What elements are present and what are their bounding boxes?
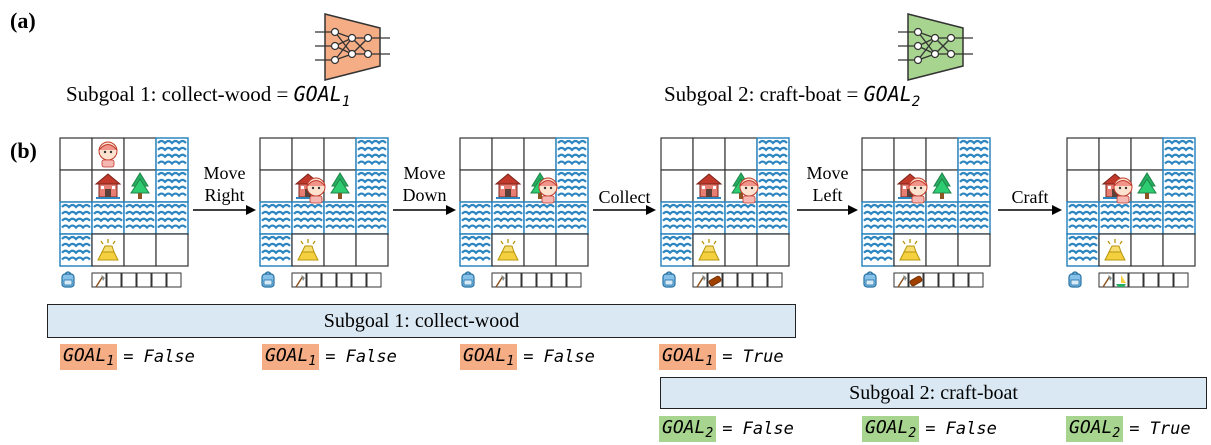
- axe-icon: [1102, 275, 1112, 288]
- grid-frame: [1066, 137, 1196, 288]
- agent-icon: [538, 177, 558, 204]
- agent-icon: [306, 177, 326, 204]
- goal-chip: GOAL1: [262, 344, 320, 370]
- grid-frame: [660, 137, 790, 288]
- subgoal2-definition: Subgoal 2: craft-boat = GOAL2: [664, 82, 921, 110]
- grid-frame: [459, 137, 589, 288]
- goal-value: = False: [123, 347, 195, 367]
- action-label: Craft: [1011, 187, 1049, 207]
- action-arrow: [193, 205, 256, 215]
- goal-evaluation: GOAL2= True: [1066, 416, 1191, 442]
- wood-icon: [909, 275, 923, 287]
- goal-evaluation: GOAL1= True: [659, 344, 784, 370]
- action-arrow: [998, 205, 1062, 215]
- goal-chip: GOAL1: [460, 344, 518, 370]
- backpack-icon: [662, 271, 676, 288]
- goal-evaluation: GOAL2= False: [862, 416, 997, 442]
- backpack-icon: [461, 271, 475, 288]
- axe-icon: [95, 275, 105, 288]
- agent-icon: [908, 177, 928, 204]
- goal-chip: GOAL1: [60, 344, 118, 370]
- agent-icon: [1113, 177, 1133, 204]
- backpack-icon: [1068, 271, 1082, 288]
- backpack-icon: [61, 271, 75, 288]
- backpack-icon: [261, 271, 275, 288]
- goal-chip: GOAL2: [862, 416, 920, 442]
- wood-icon: [708, 275, 722, 287]
- goal-value: = False: [523, 347, 595, 367]
- goal-evaluation: GOAL1= False: [60, 344, 195, 370]
- grid-frame: [59, 137, 189, 288]
- subgoal2-bar: Subgoal 2: craft-boat: [660, 377, 1207, 409]
- action-arrow: [593, 205, 656, 215]
- goal2-symbol: GOAL2: [863, 82, 921, 110]
- action-arrow: [797, 205, 858, 215]
- goal-evaluation: GOAL1= False: [262, 344, 397, 370]
- goal-chip: GOAL2: [1066, 416, 1124, 442]
- grid-frame: [259, 137, 389, 288]
- subgoal1-bar-label: Subgoal 1: collect-wood: [323, 309, 520, 332]
- goal-chip: GOAL2: [659, 416, 717, 442]
- subgoal2-bar-label: Subgoal 2: craft-boat: [849, 381, 1018, 404]
- goal-value: = True: [1129, 419, 1191, 439]
- goal-value: = False: [722, 419, 794, 439]
- panel-b-label: (b): [10, 138, 37, 163]
- goal1-symbol: GOAL1: [293, 82, 351, 110]
- green-network-icon: [898, 13, 973, 81]
- goal-value: = True: [722, 347, 784, 367]
- action-label: Collect: [598, 187, 651, 207]
- subgoal2-text: Subgoal 2: craft-boat =: [664, 82, 864, 106]
- grid-frame: [861, 137, 991, 288]
- panel-a-label: (a): [10, 8, 36, 33]
- orange-network-icon: [315, 13, 390, 81]
- subgoal1-text: Subgoal 1: collect-wood =: [66, 82, 294, 106]
- boat-icon: [1116, 275, 1126, 287]
- goal-value: = False: [325, 347, 397, 367]
- backpack-icon: [863, 271, 877, 288]
- agent-icon: [739, 177, 759, 204]
- axe-icon: [897, 275, 907, 288]
- agent-icon: [98, 141, 118, 168]
- axe-icon: [495, 275, 505, 288]
- subgoal1-definition: Subgoal 1: collect-wood = GOAL1: [66, 82, 351, 110]
- axe-icon: [696, 275, 706, 288]
- goal-evaluation: GOAL2= False: [659, 416, 794, 442]
- axe-icon: [295, 275, 305, 288]
- goal-chip: GOAL1: [659, 344, 717, 370]
- action-arrow: [393, 205, 456, 215]
- subgoal1-bar: Subgoal 1: collect-wood: [47, 304, 796, 338]
- goal-value: = False: [925, 419, 997, 439]
- goal-evaluation: GOAL1= False: [460, 344, 595, 370]
